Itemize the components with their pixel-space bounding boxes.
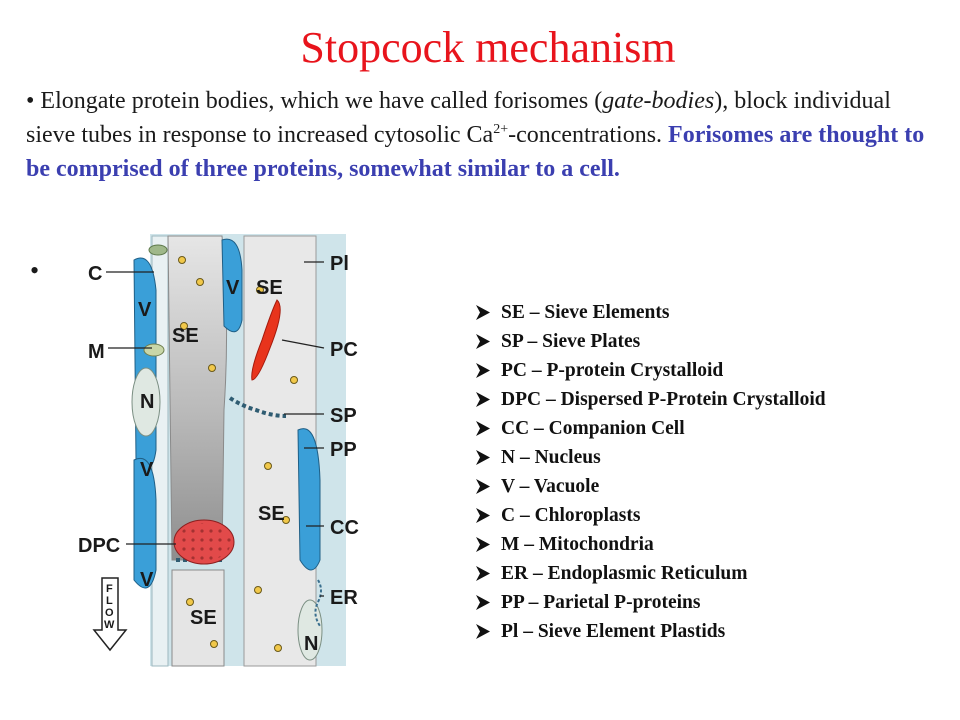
legend-item-label: PP – Parietal P-proteins bbox=[501, 592, 701, 613]
legend-item-label: Pl – Sieve Element Plastids bbox=[501, 621, 726, 642]
label-pl: Pl bbox=[330, 253, 349, 275]
flow-letter-o: O bbox=[105, 607, 114, 619]
left-vacuole-2 bbox=[133, 457, 157, 589]
arrowhead-bullet-icon bbox=[476, 537, 490, 552]
left-chloroplast bbox=[148, 244, 168, 256]
label-pc: PC bbox=[330, 339, 358, 361]
paragraph-text-3: -concentrations. bbox=[508, 122, 669, 148]
label-v-mid: V bbox=[140, 459, 154, 481]
lower-sieve-element bbox=[171, 569, 225, 667]
arrowhead-bullet-icon bbox=[476, 595, 490, 610]
arrowhead-bullet-icon bbox=[476, 363, 490, 378]
legend-item: C – Chloroplasts bbox=[475, 501, 945, 530]
legend-item: SP – Sieve Plates bbox=[475, 327, 945, 356]
sieve-plate bbox=[228, 396, 287, 418]
flow-arrow-icon bbox=[92, 577, 128, 652]
legend-item-label: V – Vacuole bbox=[501, 476, 600, 497]
legend-item-label: ER – Endoplasmic Reticulum bbox=[501, 563, 748, 584]
arrowhead-bullet-icon bbox=[476, 566, 490, 581]
phloem-diagram: C M N V V V SE SE SE SE V N DPC Pl PC SP… bbox=[78, 234, 359, 667]
label-se-right: SE bbox=[256, 277, 283, 299]
paragraph-bullet: • bbox=[26, 88, 35, 114]
paragraph-italic: gate-bodies bbox=[602, 88, 715, 114]
label-sp: SP bbox=[330, 405, 357, 427]
second-bullet: • bbox=[30, 256, 40, 285]
arrowhead-bullet-icon bbox=[476, 421, 490, 436]
arrowhead-bullet-icon bbox=[476, 450, 490, 465]
legend-item: SE – Sieve Elements bbox=[475, 298, 945, 327]
legend-item-label: SP – Sieve Plates bbox=[501, 331, 641, 352]
label-se-bottom: SE bbox=[190, 607, 217, 629]
legend-item: PP – Parietal P-proteins bbox=[475, 588, 945, 617]
legend-item: ER – Endoplasmic Reticulum bbox=[475, 559, 945, 588]
legend-item-label: PC – P-protein Crystalloid bbox=[501, 360, 724, 381]
paragraph-text-2: ), block individual sieve tubes in respo… bbox=[26, 88, 891, 148]
right-vacuole-2 bbox=[297, 428, 321, 571]
legend-item-label: SE – Sieve Elements bbox=[501, 302, 670, 323]
abbreviation-legend: SE – Sieve Elements SP – Sieve Plates PC –… bbox=[475, 298, 945, 646]
label-m: M bbox=[88, 341, 105, 363]
label-cc: CC bbox=[330, 517, 359, 539]
right-vacuole bbox=[221, 238, 243, 333]
label-se-mid: SE bbox=[258, 503, 285, 525]
left-nucleus bbox=[131, 367, 161, 437]
paragraph-superscript: 2+ bbox=[493, 122, 509, 137]
p-protein-crystalloid bbox=[251, 299, 281, 381]
label-pp: PP bbox=[330, 439, 357, 461]
legend-item-label: C – Chloroplasts bbox=[501, 505, 641, 526]
label-v-low: V bbox=[140, 569, 154, 591]
flow-letter-l: L bbox=[106, 595, 113, 607]
arrowhead-bullet-icon bbox=[476, 334, 490, 349]
left-mitochondrion bbox=[143, 343, 165, 357]
label-n: N bbox=[140, 391, 154, 413]
legend-item-label: N – Nucleus bbox=[501, 447, 601, 468]
paragraph-highlight: Forisomes are thought to be comprised of… bbox=[26, 122, 925, 182]
legend-item: PC – P-protein Crystalloid bbox=[475, 356, 945, 385]
legend-item: CC – Companion Cell bbox=[475, 414, 945, 443]
slide-title: Stopcock mechanism bbox=[300, 23, 676, 72]
endoplasmic-reticulum bbox=[314, 579, 322, 627]
label-v-top: V bbox=[138, 299, 152, 321]
legend-item: N – Nucleus bbox=[475, 443, 945, 472]
arrowhead-bullet-icon bbox=[476, 392, 490, 407]
flow-letter-w: W bbox=[104, 619, 115, 631]
legend-item-label: CC – Companion Cell bbox=[501, 418, 685, 439]
legend-item: DPC – Dispersed P-Protein Crystalloid bbox=[475, 385, 945, 414]
label-dpc: DPC bbox=[78, 535, 120, 557]
label-se-top: SE bbox=[172, 325, 199, 347]
legend-item: M – Mitochondria bbox=[475, 530, 945, 559]
arrowhead-bullet-icon bbox=[476, 508, 490, 523]
sieve-element-plastids bbox=[178, 256, 298, 652]
arrowhead-bullet-icon bbox=[476, 624, 490, 639]
label-v-right: V bbox=[226, 277, 240, 299]
flow-letter-f: F bbox=[106, 583, 113, 595]
dispersed-crystalloid-texture bbox=[177, 523, 231, 561]
arrowhead-bullet-icon bbox=[476, 479, 490, 494]
label-c: C bbox=[88, 263, 102, 285]
legend-item: V – Vacuole bbox=[475, 472, 945, 501]
legend-item-label: DPC – Dispersed P-Protein Crystalloid bbox=[501, 389, 826, 410]
label-er: ER bbox=[330, 587, 358, 609]
label-n-right: N bbox=[304, 633, 318, 655]
label-leader-lines bbox=[106, 261, 325, 597]
paragraph-text-1: Elongate protein bodies, which we have c… bbox=[34, 88, 603, 114]
intro-paragraph: • Elongate protein bodies, which we have… bbox=[26, 84, 946, 186]
legend-item-label: M – Mitochondria bbox=[501, 534, 654, 555]
left-vacuole-1 bbox=[133, 257, 157, 469]
arrowhead-bullet-icon bbox=[476, 305, 490, 320]
legend-item: Pl – Sieve Element Plastids bbox=[475, 617, 945, 646]
